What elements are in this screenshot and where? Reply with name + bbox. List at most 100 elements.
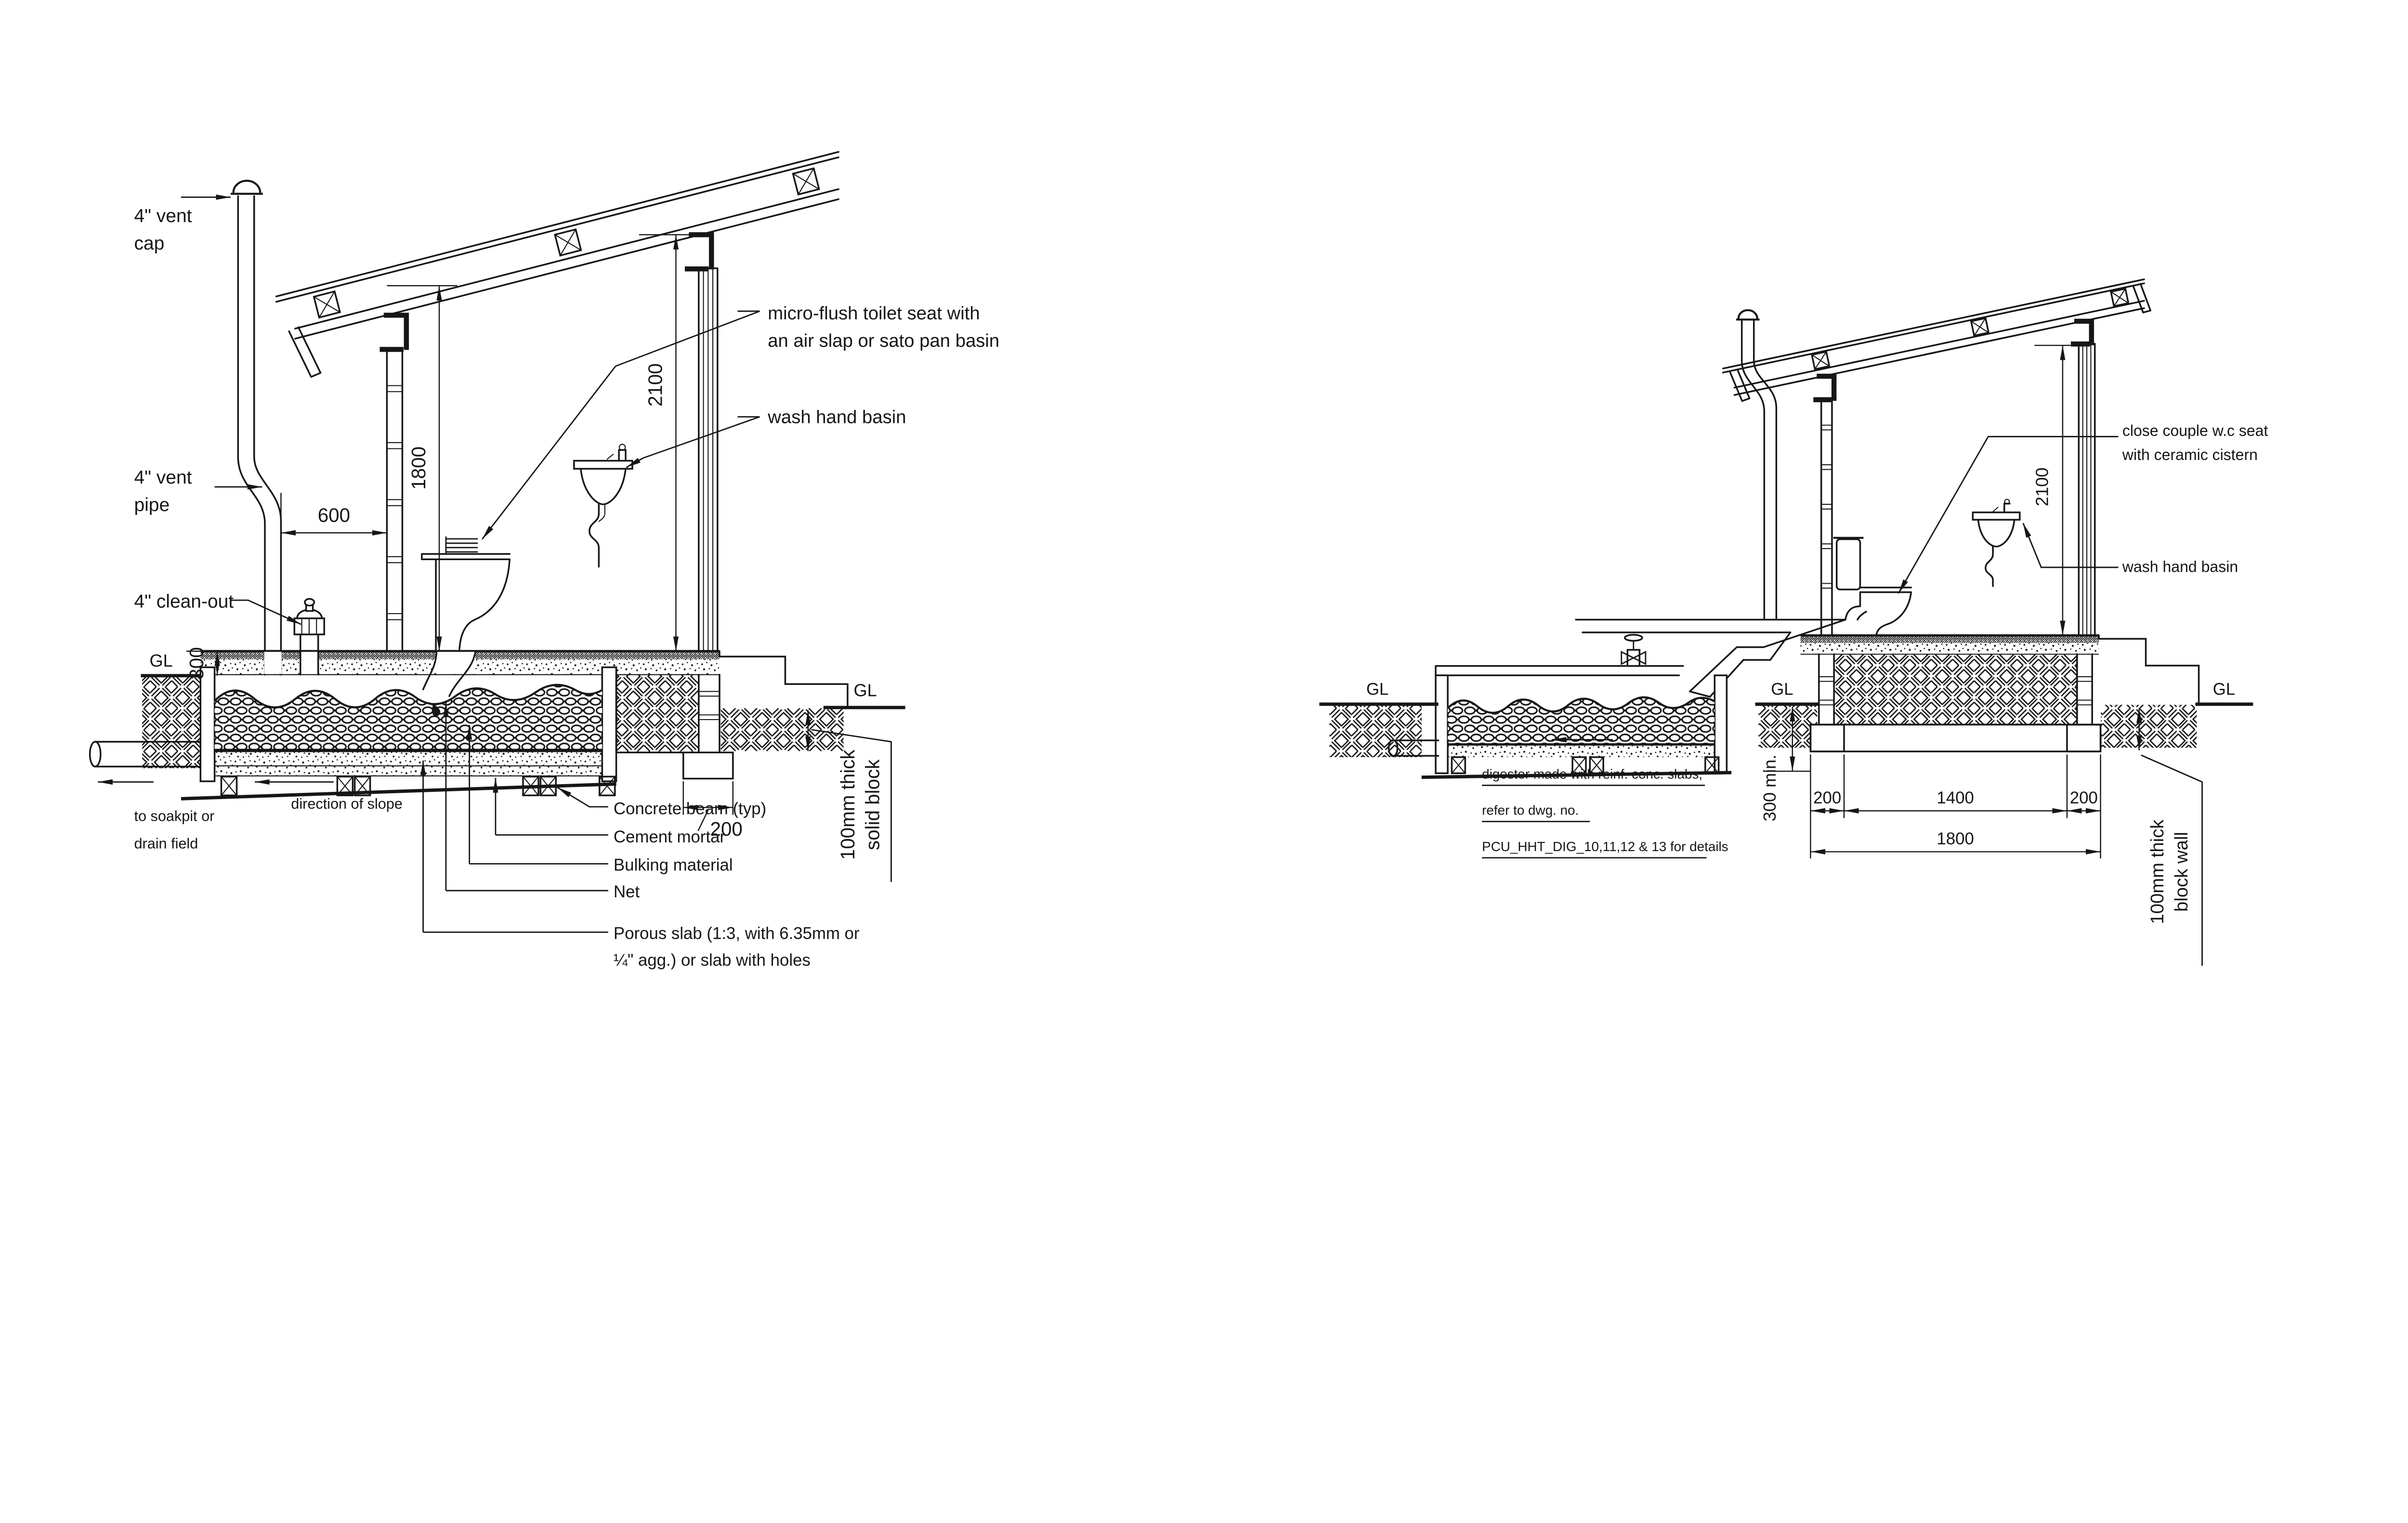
eave-fascia-right: [2132, 283, 2152, 314]
roof-purlin: [792, 167, 820, 196]
wash-basin: [573, 444, 633, 568]
leader-bulking: [470, 725, 608, 865]
slab-cleanout-opening: [300, 652, 318, 674]
roof-rafter-line: [294, 198, 839, 340]
entry-steps: [2098, 634, 2200, 705]
digester-wall-left: [199, 666, 216, 782]
gl-label-right: GL: [2213, 680, 2235, 698]
roof-rafter-line: [294, 188, 839, 329]
toilet: [1833, 537, 1912, 637]
vent-cap-label-2: cap: [134, 233, 164, 254]
digester-note-underlines: [1482, 785, 1707, 859]
wc-seat-label-2: with ceramic cistern: [2122, 446, 2258, 463]
toilet-trap: [1845, 605, 1867, 621]
ground-lines: GL GL: [1319, 680, 1819, 757]
dim-200-right: 200: [2070, 788, 2098, 807]
dim-300min: 300 min.: [1760, 755, 1780, 822]
wc-seat-label-1: close couple w.c seat: [2122, 422, 2268, 439]
digester-note-1: digester made with reinf. conc. slabs,: [1482, 767, 1702, 782]
roof-bracket: [1813, 373, 1837, 403]
roof-purlin: [313, 290, 341, 319]
roof-bracket: [684, 232, 714, 272]
leader-porous-slab: [423, 761, 608, 933]
material-cement-mortar: Cement mortar: [614, 827, 725, 846]
basin-tap: [2003, 502, 2011, 513]
wall-section: [2078, 342, 2096, 637]
wash-basin-leader: [626, 416, 760, 467]
digester-wall-right: [1714, 674, 1728, 775]
dim-2100: 2100: [2032, 468, 2052, 507]
digester-wall-right: [601, 666, 617, 782]
vent-pipe-label-1: 4" vent: [134, 467, 192, 488]
dim-200: 200: [710, 818, 743, 840]
eave-fascia: [1729, 368, 1751, 402]
roof-purlin: [2110, 288, 2130, 307]
net-line: [214, 683, 603, 709]
building-substructure: GL 100mm thick block wall: [1800, 634, 2253, 966]
dimensions-right: 2100 300 min. 200 1400 200 1800: [1760, 344, 2101, 859]
clean-out-leader: [231, 599, 301, 625]
micro-flush-label-1: micro-flush toilet seat with: [768, 303, 980, 324]
clean-out-valve: [1621, 634, 1647, 667]
vent-pipe-label-2: pipe: [134, 495, 170, 515]
block-wall-leader: [2141, 754, 2203, 966]
entry-steps: [719, 650, 849, 709]
leader-concrete-beam: [557, 787, 608, 808]
material-labels: Concrete beam (typ) Cement mortar Bulkin…: [423, 702, 860, 970]
gl-label-left: GL: [1366, 680, 1388, 698]
digester-note-2: refer to dwg. no.: [1482, 803, 1579, 818]
net-line: [1447, 696, 1715, 714]
dimensions-left: 300 600 1800 2100: [185, 234, 694, 680]
digester-wall-left: [1435, 674, 1449, 775]
dim-2100: 2100: [644, 363, 666, 407]
micro-flush-leader: [482, 310, 760, 539]
gl-label-right: GL: [853, 680, 877, 700]
block-plinth-hatch: [616, 674, 699, 753]
block-plinth-hatch: [1834, 654, 2077, 725]
digester: [1387, 634, 1732, 779]
technical-drawing-canvas: GL 300 600: [89, 151, 2268, 970]
material-porous-slab-1: Porous slab (1:3, with 6.35mm or: [614, 924, 860, 943]
solid-block-label-2: solid block: [861, 759, 883, 850]
slope-base-line: [1421, 771, 1732, 779]
dim-600: 600: [318, 504, 350, 526]
direction-of-slope-label: direction of slope: [291, 796, 403, 812]
digester-note-3: PCU_HHT_DIG_10,11,12 & 13 for details: [1482, 839, 1728, 854]
soakpit-label-2: drain field: [134, 835, 198, 852]
roof-sheet-line: [275, 151, 839, 298]
ground-left: GL: [141, 651, 201, 768]
soil-hatch-right: [720, 708, 844, 751]
air-slap-device: [445, 536, 478, 553]
vent-cap-label-1: 4" vent: [134, 206, 192, 226]
block-wall-label-1: 100mm thick: [2147, 819, 2168, 924]
plinth-and-footing: GL 200 100mm thick solid block: [615, 650, 905, 882]
support-column: [1820, 398, 1833, 637]
clean-out-label: 4" clean-out: [134, 591, 234, 612]
foundation-slab: [1809, 723, 2102, 752]
porous-slab: [1448, 745, 1715, 757]
wash-basin-leader: [2023, 523, 2119, 568]
roof-bracket: [380, 313, 409, 352]
roof-structure: [275, 151, 839, 378]
material-bulking: Bulking material: [614, 855, 733, 874]
solid-block-label-1: 100mm thick: [837, 749, 859, 860]
roof-purlin: [1970, 317, 1990, 337]
roof-bracket: [2070, 318, 2094, 347]
cistern: [1835, 538, 1861, 591]
slab-pipe-opening: [264, 652, 282, 674]
floor-slab: [200, 650, 720, 675]
wash-basin-label: wash hand basin: [2122, 558, 2238, 576]
callouts-left: 4" vent cap 4" vent pipe 4" clean-out mi…: [98, 194, 999, 852]
toilet-seat: [421, 553, 510, 560]
basin-tap: [618, 449, 627, 462]
concrete-beams: [1451, 756, 1720, 775]
digester-lid: [1435, 665, 1684, 676]
footing-left: [1809, 723, 1845, 752]
wash-basin: [1972, 499, 2021, 587]
dim-1800: 1800: [407, 446, 430, 490]
leader-net: [446, 702, 608, 892]
roof-sheet-line: [275, 156, 839, 303]
left-section-drawing: GL 300 600: [89, 151, 999, 970]
vent-pipe-upper: [237, 195, 255, 458]
gl-label: GL: [150, 651, 173, 670]
